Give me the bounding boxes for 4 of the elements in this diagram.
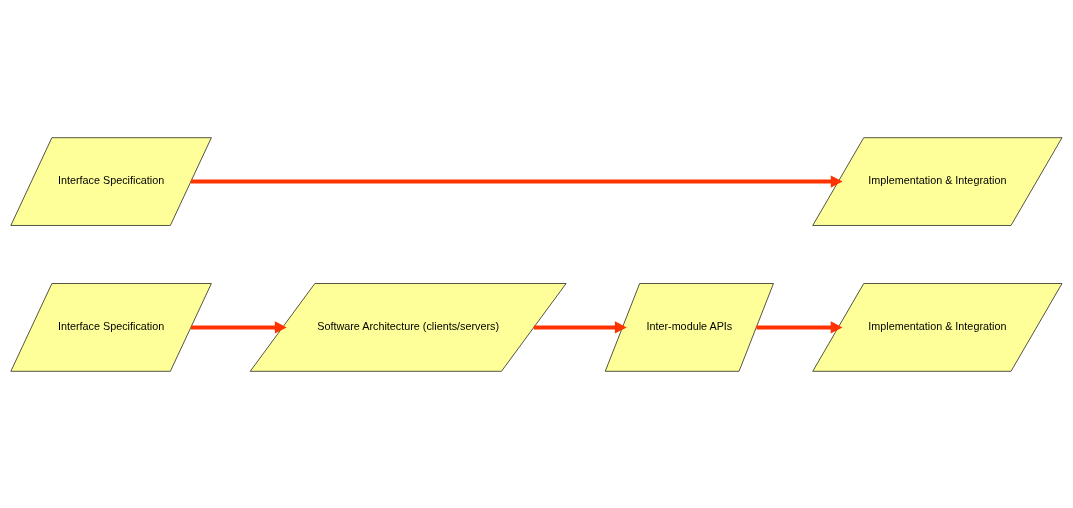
arrow [191,320,287,334]
arrow [190,174,843,188]
arrow [533,320,627,334]
arrow [756,320,843,334]
